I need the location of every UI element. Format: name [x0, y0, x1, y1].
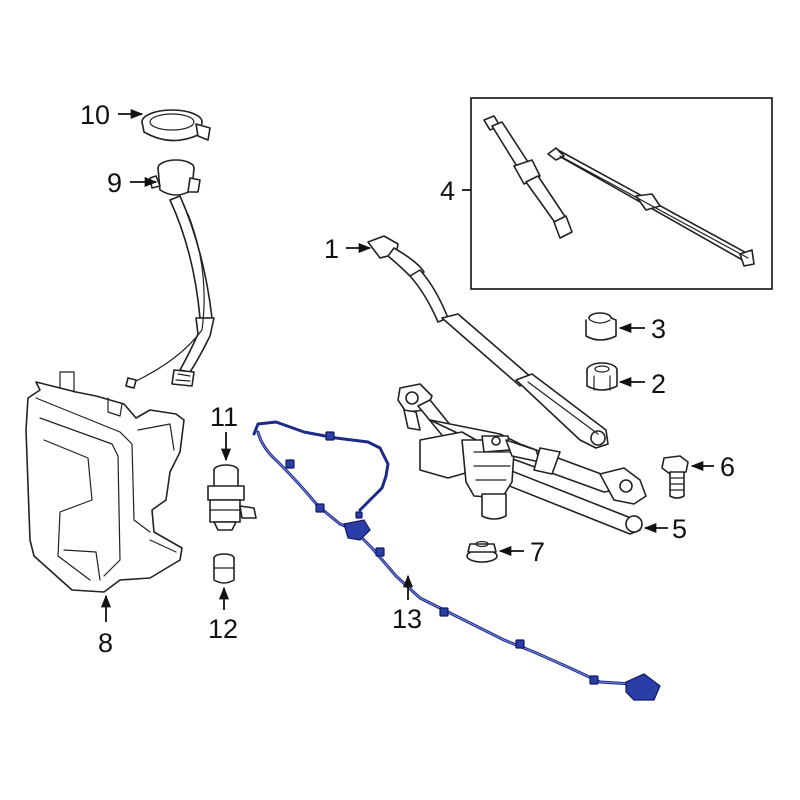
- wiper-linkage[interactable]: [397, 383, 647, 535]
- wiper-arm[interactable]: [367, 235, 609, 449]
- callout-2: 2: [651, 369, 666, 399]
- callout-10: 10: [80, 100, 110, 130]
- washer-reservoir[interactable]: [25, 371, 185, 593]
- callout-7: 7: [530, 537, 545, 567]
- washer-hose[interactable]: [252, 420, 661, 701]
- bushing-cap[interactable]: [585, 312, 617, 341]
- callout-6: 6: [720, 452, 735, 482]
- pump-grommet[interactable]: [213, 553, 235, 584]
- callout-4: 4: [440, 176, 455, 206]
- wiper-blades[interactable]: [483, 115, 755, 267]
- nut[interactable]: [586, 362, 618, 391]
- flange-nut[interactable]: [466, 540, 498, 563]
- callout-8: 8: [98, 628, 113, 658]
- callout-1: 1: [324, 234, 339, 264]
- washer-pump[interactable]: [207, 464, 257, 531]
- callout-12: 12: [208, 614, 238, 644]
- callout-11: 11: [210, 402, 238, 432]
- reservoir-cap[interactable]: [141, 109, 211, 142]
- callout-9: 9: [107, 168, 122, 198]
- bolt[interactable]: [661, 455, 689, 499]
- callout-13: 13: [392, 604, 422, 634]
- callout-5: 5: [672, 514, 687, 544]
- filler-neck[interactable]: [125, 159, 215, 389]
- wiper-blade-inset-box: [470, 97, 773, 290]
- callout-3: 3: [651, 314, 666, 344]
